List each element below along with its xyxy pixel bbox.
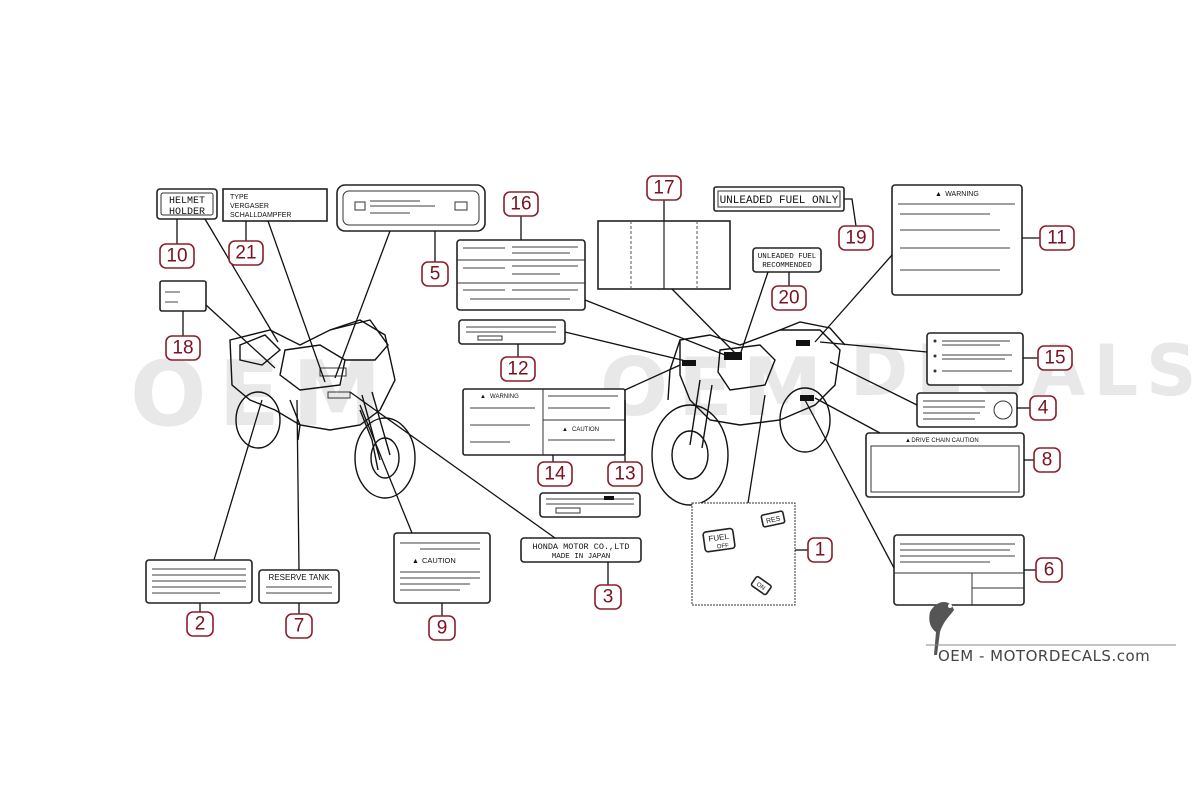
svg-text:▲: ▲: [905, 438, 911, 444]
type-plate-line-2: VERGASER: [230, 203, 269, 210]
warning-caution-caution-title: CAUTION: [572, 427, 599, 433]
decal-lined-label[interactable]: [145, 559, 253, 604]
svg-text:15: 15: [1044, 348, 1065, 369]
leader-lines: [176, 198, 1040, 616]
svg-text:2: 2: [195, 614, 206, 635]
callout-16: 16: [503, 191, 539, 217]
decal-small-bar[interactable]: [539, 492, 641, 518]
svg-text:12: 12: [507, 359, 528, 380]
fuel-switch-on: ON: [755, 582, 766, 592]
svg-text:17: 17: [653, 178, 674, 199]
svg-text:4: 4: [1038, 398, 1049, 419]
callout-1: 1: [807, 537, 833, 563]
decal-strip-label[interactable]: [458, 319, 566, 345]
type-plate-line-3: SCHALLDAMPFER: [230, 212, 291, 219]
decal-three-row-label[interactable]: [926, 332, 1024, 386]
decal-emblem-plate[interactable]: [336, 184, 486, 232]
svg-text:13: 13: [614, 464, 635, 485]
callout-20: 20: [771, 285, 807, 311]
brand-logo: OEM - MOTORDECALS.com: [926, 601, 1176, 665]
decal-three-panel-label[interactable]: [597, 220, 731, 290]
callout-5: 5: [421, 261, 449, 287]
decal-warning-caution-label[interactable]: ▲ WARNING ▲ CAUTION: [462, 388, 626, 456]
svg-text:10: 10: [166, 246, 187, 267]
svg-text:7: 7: [294, 616, 305, 637]
helmet-holder-line-1: HELMET: [169, 196, 205, 207]
caution-label-title: CAUTION: [422, 556, 456, 565]
svg-text:16: 16: [510, 194, 531, 215]
decal-helmet-holder[interactable]: HELMET HOLDER: [156, 188, 218, 220]
unleaded-recommended-line-1: UNLEADED FUEL: [758, 253, 817, 261]
svg-text:▲: ▲: [480, 394, 486, 400]
callout-6: 6: [1035, 557, 1063, 583]
svg-text:▲: ▲: [935, 191, 942, 198]
svg-text:11: 11: [1047, 228, 1067, 249]
bird-icon: [929, 601, 954, 655]
type-plate-line-1: TYPE: [230, 194, 249, 201]
fuel-switch-res: RES: [766, 515, 782, 525]
svg-text:DECALS: DECALS: [850, 330, 1200, 412]
callout-numbers: 10 21 5 18 16 12 17 19 20 11 15 4 8 6 1 …: [159, 175, 1075, 641]
honda-plate-line-2: MADE IN JAPAN: [552, 553, 611, 561]
helmet-holder-line-2: HOLDER: [169, 207, 205, 218]
decal-unleaded-recommended[interactable]: UNLEADED FUEL RECOMMENDED: [752, 247, 822, 273]
fuel-switch-fuel: FUEL: [708, 532, 730, 544]
svg-text:▲: ▲: [562, 427, 568, 433]
decal-table-label[interactable]: [893, 534, 1025, 606]
svg-text:18: 18: [172, 338, 193, 359]
warning-large-title: WARNING: [945, 191, 979, 198]
drive-chain-caution-title: DRIVE CHAIN CAUTION: [911, 438, 978, 444]
reserve-tank-text: RESERVE TANK: [269, 573, 331, 582]
decal-reserve-tank[interactable]: RESERVE TANK: [258, 569, 340, 604]
decal-warning-large[interactable]: WARNING ▲: [891, 184, 1023, 296]
svg-text:1: 1: [815, 540, 826, 561]
decal-drive-chain-caution[interactable]: DRIVE CHAIN CAUTION ▲: [865, 432, 1025, 498]
callout-10: 10: [159, 243, 195, 269]
svg-text:8: 8: [1042, 450, 1053, 471]
svg-text:5: 5: [430, 264, 441, 285]
decal-honda-plate[interactable]: HONDA MOTOR CO.,LTD MADE IN JAPAN: [520, 537, 642, 563]
callout-17: 17: [646, 175, 682, 201]
fuel-switch-off: OFF: [717, 543, 730, 551]
callout-18: 18: [165, 335, 201, 361]
decal-caution-label[interactable]: ▲ CAUTION: [393, 532, 491, 604]
honda-plate-line-1: HONDA MOTOR CO.,LTD: [533, 542, 630, 552]
svg-text:14: 14: [544, 464, 566, 485]
svg-text:OEM: OEM: [600, 341, 832, 434]
callout-3: 3: [594, 584, 622, 610]
callout-14: 14: [537, 461, 573, 487]
decal-label-with-circle[interactable]: [916, 392, 1018, 428]
decal-small-square[interactable]: [159, 280, 207, 312]
callout-13: 13: [607, 461, 643, 487]
callout-4: 4: [1029, 395, 1057, 421]
svg-text:9: 9: [437, 618, 448, 639]
unleaded-fuel-only-text: UNLEADED FUEL ONLY: [720, 195, 839, 207]
warning-caution-warning-title: WARNING: [490, 394, 519, 400]
brand-text: OEM - MOTORDECALS.com: [938, 647, 1150, 665]
svg-text:▲: ▲: [412, 558, 419, 565]
decal-fuel-switch[interactable]: FUEL OFF RES ON: [691, 502, 796, 606]
callout-8: 8: [1033, 447, 1061, 473]
decal-type-plate[interactable]: TYPE VERGASER SCHALLDAMPFER: [222, 188, 328, 222]
callout-9: 9: [428, 615, 456, 641]
decal-multi-section-label[interactable]: [456, 239, 586, 311]
callout-15: 15: [1037, 345, 1073, 371]
svg-text:6: 6: [1044, 560, 1055, 581]
right-motorcycle-drawing: [651, 321, 846, 506]
decal-unleaded-fuel-only[interactable]: UNLEADED FUEL ONLY: [713, 186, 845, 212]
callout-7: 7: [285, 613, 313, 639]
svg-text:21: 21: [235, 243, 256, 264]
callout-2: 2: [186, 611, 214, 637]
unleaded-recommended-line-2: RECOMMENDED: [762, 262, 812, 270]
callout-11: 11: [1039, 225, 1075, 251]
svg-text:20: 20: [778, 288, 799, 309]
callout-12: 12: [500, 356, 536, 382]
svg-text:3: 3: [603, 587, 614, 608]
svg-text:19: 19: [845, 228, 866, 249]
callout-19: 19: [838, 225, 874, 251]
callout-21: 21: [228, 240, 264, 266]
